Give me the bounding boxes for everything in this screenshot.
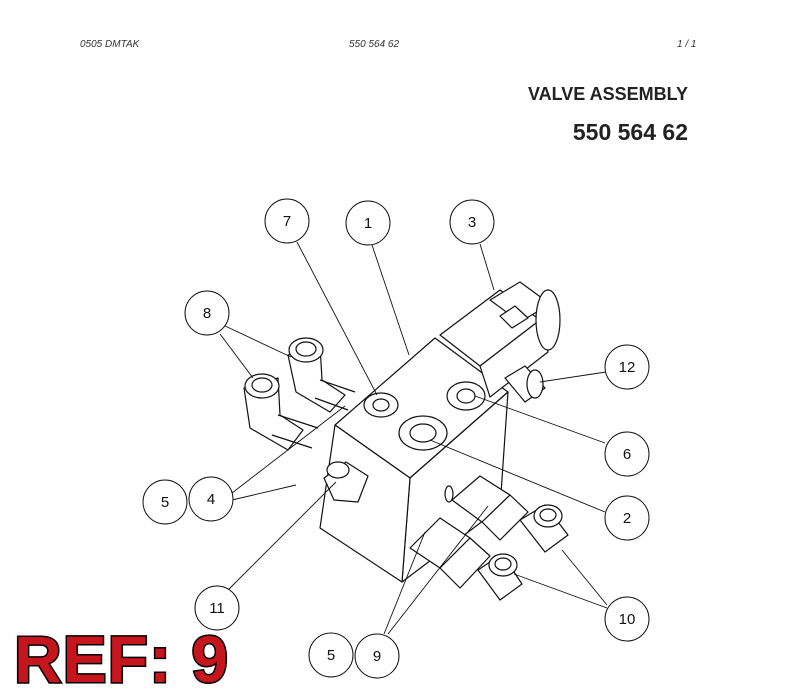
fitting-10-upper xyxy=(519,504,569,553)
svg-text:8: 8 xyxy=(203,305,211,322)
elbow-fitting-lower xyxy=(243,373,319,451)
callout-5-left: 5 xyxy=(142,479,188,525)
callout-11: 11 xyxy=(194,585,240,631)
callout-4: 4 xyxy=(188,476,234,522)
callout-9: 9 xyxy=(354,633,400,679)
svg-text:10: 10 xyxy=(619,611,636,628)
svg-text:3: 3 xyxy=(468,214,476,231)
svg-text:7: 7 xyxy=(283,213,291,230)
callout-12: 12 xyxy=(604,344,650,390)
elbow-fitting-upper xyxy=(287,337,356,413)
callout-2: 2 xyxy=(604,495,650,541)
part-number: 550 564 62 xyxy=(572,119,688,145)
svg-text:9: 9 xyxy=(373,648,381,665)
svg-text:6: 6 xyxy=(623,446,631,463)
svg-text:11: 11 xyxy=(209,600,225,617)
fitting-10-lower xyxy=(477,553,523,601)
callout-5-bottom: 5 xyxy=(308,632,354,678)
svg-text:1: 1 xyxy=(364,215,372,232)
screw-7 xyxy=(363,392,399,418)
page-title: VALVE ASSEMBLY xyxy=(527,84,688,104)
fitting-12 xyxy=(504,365,546,403)
svg-text:2: 2 xyxy=(623,510,631,527)
fitting-9-lower xyxy=(409,517,491,589)
svg-text:5: 5 xyxy=(161,494,169,511)
callout-8: 8 xyxy=(184,290,230,336)
header-doc-code: 0505 DMTAK xyxy=(80,39,140,50)
fitting-9-upper xyxy=(451,475,529,541)
callout-10: 10 xyxy=(604,596,650,642)
fitting-11 xyxy=(323,461,369,503)
svg-text:4: 4 xyxy=(207,491,215,508)
screw-6 xyxy=(446,381,486,411)
leader-lines xyxy=(219,241,608,635)
svg-text:5: 5 xyxy=(327,647,335,664)
callout-1: 1 xyxy=(345,200,391,246)
ref-stamp: REF: 9 xyxy=(12,622,230,696)
header-page-count: 1 / 1 xyxy=(677,39,697,50)
callout-3: 3 xyxy=(449,199,495,245)
callout-6: 6 xyxy=(604,431,650,477)
svg-text:12: 12 xyxy=(619,359,636,376)
header-part-number: 550 564 62 xyxy=(349,39,400,50)
plug-2 xyxy=(398,415,448,451)
solenoid-coil xyxy=(439,281,561,398)
callout-7: 7 xyxy=(264,198,310,244)
